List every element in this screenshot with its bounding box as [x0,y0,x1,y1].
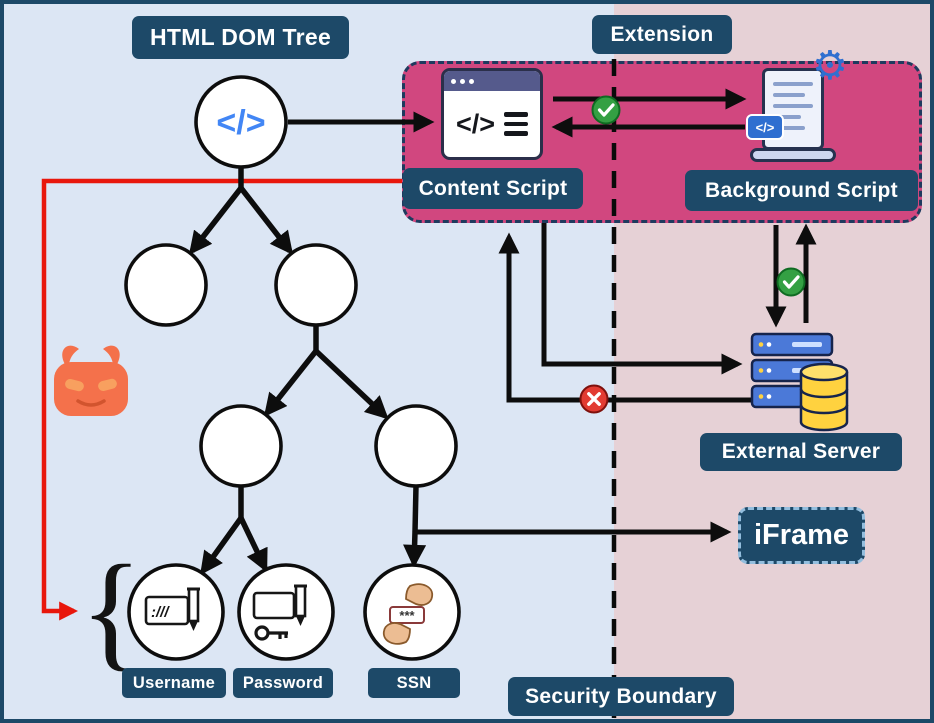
key-icon [254,625,288,641]
content-script-icon: </> [441,68,543,160]
ssn-label: SSN [368,668,460,698]
tree-edge [403,531,427,568]
window-dot-icon [451,78,456,84]
tree-node [274,243,358,327]
id-card-text: :/// [151,604,170,621]
tree-node [199,404,283,488]
tree-edge [188,186,244,255]
password-label: Password [233,668,333,698]
dom-tree-edges [188,166,427,576]
password-icon [252,584,307,641]
browser-window-header [444,71,540,91]
tree-edge [200,516,244,576]
username-label: Username [122,668,226,698]
extension-label: Extension [592,15,732,54]
external-server-label: External Server [700,433,902,471]
password-chip-icon [389,606,425,624]
scroll-roll-icon [750,148,836,162]
tree-edge [314,348,389,420]
pen-icon [187,587,200,631]
hand-icon [405,583,434,606]
sensitive-fields-brace: { [80,539,143,683]
window-dot-icon [469,78,474,84]
browser-window-body: </> [444,91,540,157]
id-card-icon [144,595,190,626]
menu-lines-icon [504,112,529,136]
tree-edge [238,516,268,573]
security-boundary-label: Security Boundary [508,677,734,716]
tree-node [374,404,458,488]
dom-root-node [194,75,288,169]
code-icon: </> [216,104,265,142]
password-card-icon [252,591,296,620]
username-node [127,563,225,661]
dom-tree-title: HTML DOM Tree [132,16,349,59]
gear-icon: ⚙ [812,43,848,89]
content-script-label: Content Script [403,168,583,209]
password-node [237,563,335,661]
background-script-icon: ⚙ </> [746,46,854,168]
tree-edge [263,349,319,417]
code-badge-icon: </> [746,114,784,140]
iframe-box: iFrame [738,507,865,564]
stars-text: *** [399,608,415,623]
tree-edge [238,186,294,255]
window-dot-icon [460,78,465,84]
background-script-label: Background Script [685,170,918,211]
code-icon: </> [455,108,496,139]
ssn-icon: *** [382,583,434,645]
tree-node [124,243,208,327]
devil-icon [54,345,128,416]
cross-icon [579,384,609,414]
hand-icon [382,622,411,645]
username-icon: :/// [144,587,200,631]
ssn-node [363,563,461,661]
pen-icon [294,584,307,626]
